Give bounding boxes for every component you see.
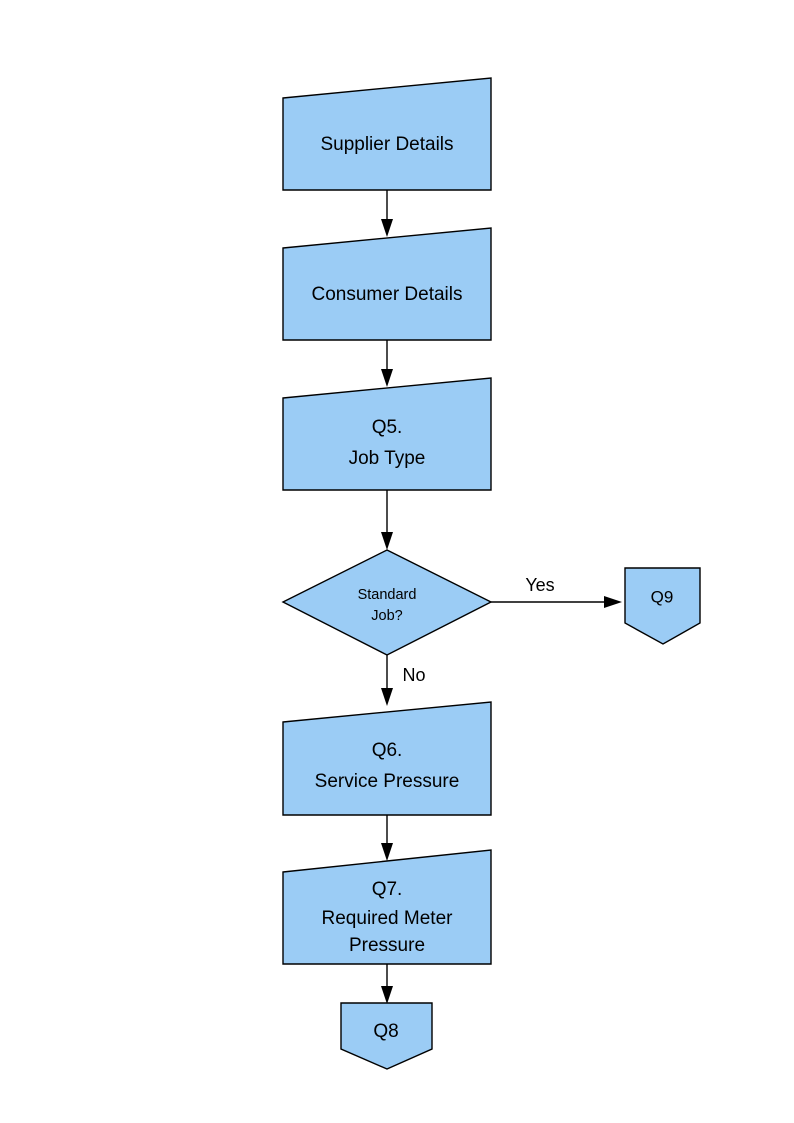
- edge-decision-to-q9: Yes: [491, 575, 622, 608]
- supplier-details-label: Supplier Details: [320, 134, 453, 155]
- q6-service-pressure-label-line1: Q6.: [372, 740, 403, 761]
- arrow-head-4: [604, 596, 622, 608]
- q7-label-line1: Q7.: [372, 879, 403, 900]
- edge-label-no: No: [402, 665, 425, 685]
- arrow-head-5: [381, 688, 393, 706]
- q5-job-type-label-line1: Q5.: [372, 417, 403, 438]
- q8-label: Q8: [373, 1021, 398, 1042]
- consumer-details-label: Consumer Details: [312, 284, 463, 305]
- q5-job-type-label-line2: Job Type: [349, 448, 426, 469]
- q5-job-type-shape[interactable]: [282, 377, 492, 491]
- arrow-head-7: [381, 986, 393, 1004]
- edge-q7-to-q8: [381, 964, 393, 1004]
- q6-service-pressure-label-line2: Service Pressure: [315, 771, 460, 792]
- q9-label: Q9: [651, 587, 674, 606]
- node-q6-service-pressure[interactable]: Q6. Service Pressure: [282, 701, 492, 816]
- q7-required-meter-pressure-shape[interactable]: [282, 849, 492, 965]
- node-consumer-details[interactable]: Consumer Details: [282, 227, 492, 341]
- consumer-details-shape[interactable]: [282, 227, 492, 341]
- standard-job-decision-label-line1: Standard: [358, 587, 417, 603]
- arrow-head-1: [381, 219, 393, 237]
- node-standard-job-decision[interactable]: Standard Job?: [281, 549, 493, 656]
- edge-q5-to-decision: [381, 490, 393, 550]
- arrow-head-6: [381, 843, 393, 861]
- q7-label-line3: Pressure: [349, 935, 425, 956]
- node-q8[interactable]: Q8: [340, 1002, 433, 1070]
- node-supplier-details[interactable]: Supplier Details: [282, 77, 492, 191]
- q9-shape[interactable]: [624, 567, 701, 645]
- standard-job-decision-label-line2: Job?: [371, 608, 402, 624]
- edge-decision-to-q6: No: [381, 655, 426, 706]
- q8-shape[interactable]: [340, 1002, 433, 1070]
- edge-supplier-to-consumer: [381, 190, 393, 237]
- node-q7-required-meter-pressure[interactable]: Q7. Required Meter Pressure: [282, 849, 492, 965]
- edge-consumer-to-q5: [381, 340, 393, 387]
- edge-q6-to-q7: [381, 815, 393, 861]
- node-q5-job-type[interactable]: Q5. Job Type: [282, 377, 492, 491]
- node-q9[interactable]: Q9: [624, 567, 701, 645]
- q6-service-pressure-shape[interactable]: [282, 701, 492, 816]
- q7-label-line2: Required Meter: [322, 908, 454, 929]
- arrow-head-2: [381, 369, 393, 387]
- supplier-details-shape[interactable]: [282, 77, 492, 191]
- edge-label-yes: Yes: [525, 575, 554, 595]
- arrow-head-3: [381, 532, 393, 550]
